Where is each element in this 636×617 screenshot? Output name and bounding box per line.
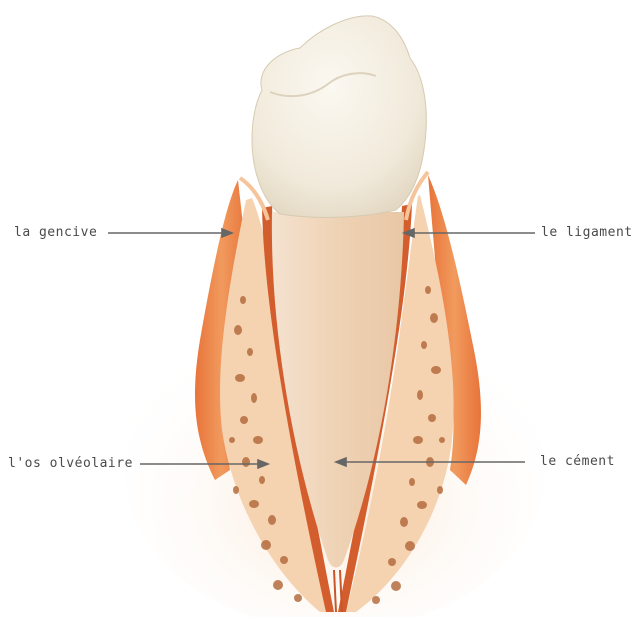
label-gum: la gencive: [14, 225, 97, 240]
label-alveolar-bone: l'os olvéolaire: [8, 456, 133, 471]
tooth-crown: [252, 16, 426, 218]
label-cementum: le cément: [540, 454, 615, 469]
label-ligament: le ligament: [541, 225, 633, 240]
